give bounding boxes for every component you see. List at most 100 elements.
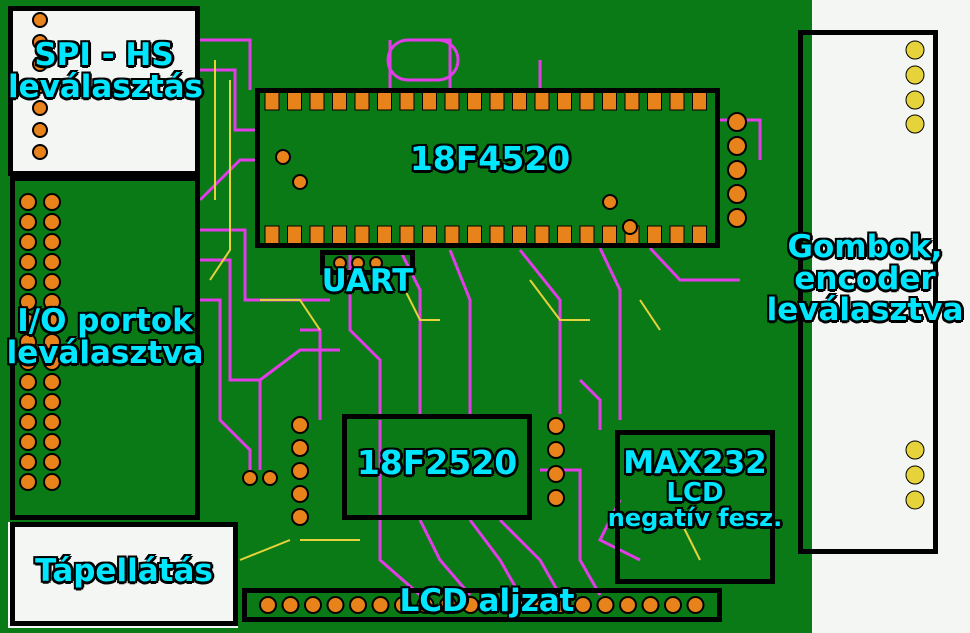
io-pad-left-14	[19, 473, 37, 491]
mcu-secondary-pad-left-3	[291, 485, 309, 503]
mcu-secondary-outline	[342, 414, 532, 520]
lcd-pad-17	[641, 596, 660, 614]
io-pad-left-4	[19, 273, 37, 291]
mcu-secondary-pad-left-0	[291, 416, 309, 434]
lcd-pad-13	[551, 596, 570, 614]
io-pad-left-9	[19, 373, 37, 391]
mcu-main-outline	[255, 88, 720, 248]
mcu-side-pad-1	[727, 136, 747, 156]
trace-magenta-20	[259, 348, 340, 382]
trace-yellow-2	[260, 299, 321, 331]
crystal-outline	[386, 38, 460, 82]
button-pad-1	[905, 65, 925, 85]
button-pad-2	[905, 90, 925, 110]
trace-yellow-5	[639, 299, 661, 331]
lcd-pad-5	[371, 596, 390, 614]
lcd-pad-16	[619, 596, 637, 614]
mcu-side-pad-4	[727, 208, 747, 228]
trace-magenta-11	[648, 246, 740, 282]
misc-pad-3	[292, 174, 308, 190]
mcu-secondary-pad-left-4	[291, 508, 309, 526]
trace-yellow-1	[209, 80, 231, 281]
trace-magenta-15	[468, 519, 522, 596]
lcd-pad-9	[461, 596, 480, 614]
lcd-pad-14	[574, 596, 592, 614]
io-pad-left-0	[19, 193, 37, 211]
trace-magenta-5	[200, 298, 252, 478]
io-pad-left-1	[19, 213, 37, 231]
lcd-socket-outline	[242, 588, 722, 622]
spi-label: SPI - HS leválasztás	[8, 39, 204, 105]
trace-magenta-8	[448, 249, 472, 414]
spi-pad-5	[32, 122, 48, 138]
lcd-pad-10	[484, 596, 502, 614]
io-pad-left-8	[19, 353, 37, 371]
spi-label-line2: leválasztás	[8, 68, 204, 105]
io-pad-right-6	[43, 313, 61, 331]
mcu-secondary-pad-right-3	[547, 489, 565, 507]
io-pad-right-1	[43, 213, 61, 231]
io-pad-right-14	[43, 473, 61, 491]
spi-pad-3	[32, 78, 48, 94]
io-pad-left-13	[19, 453, 37, 471]
power-outline	[10, 522, 238, 626]
io-block-outline	[10, 176, 200, 520]
trace-magenta-23	[420, 38, 452, 90]
io-pad-right-10	[43, 393, 61, 411]
io-pad-right-3	[43, 253, 61, 271]
io-label-line1: I/O portok	[17, 303, 193, 339]
io-pad-left-12	[19, 433, 37, 451]
io-pad-left-6	[19, 313, 37, 331]
lcd-pad-3	[326, 596, 345, 614]
trace-magenta-7	[398, 249, 422, 414]
trace-magenta-18	[597, 499, 641, 562]
buttons-label-line2: encoder	[794, 260, 936, 297]
io-pad-right-7	[43, 333, 61, 351]
lcd-pad-7	[416, 596, 435, 614]
lcd-pad-8	[439, 596, 457, 614]
buttons-label-line3: leválasztva	[766, 292, 964, 329]
lcd-pad-12	[529, 596, 547, 614]
lcd-pad-18	[664, 596, 682, 614]
trace-magenta-16	[498, 518, 562, 596]
io-label-line2: leválasztva	[6, 334, 204, 371]
spi-pad-1	[32, 34, 48, 50]
mcu-secondary-pad-left-1	[291, 439, 309, 457]
button-pad-4	[905, 440, 925, 460]
trace-yellow-7	[239, 539, 291, 561]
lcd-pad-2	[304, 596, 322, 614]
trace-magenta-13	[378, 420, 421, 597]
trace-magenta-10	[598, 247, 622, 420]
io-label: I/O portok leválasztva	[0, 303, 210, 371]
misc-pad-5	[622, 219, 638, 235]
lcd-pad-11	[506, 596, 525, 614]
spi-block-outline	[8, 6, 200, 176]
trace-magenta-0	[200, 38, 252, 90]
misc-pad-2	[275, 149, 291, 165]
trace-magenta-9	[518, 249, 562, 414]
mcu-secondary-pad-left-2	[291, 462, 309, 480]
lcd-pad-19	[686, 596, 705, 614]
misc-pad-4	[602, 194, 618, 210]
io-pad-right-0	[43, 193, 61, 211]
trace-magenta-14	[418, 519, 472, 596]
max232-label-line1: MAX232	[623, 445, 767, 481]
trace-yellow-8	[679, 519, 701, 561]
uart-pad-0	[333, 256, 347, 270]
lcd-pad-6	[394, 596, 412, 614]
button-pad-0	[905, 40, 925, 60]
misc-pad-0	[242, 470, 258, 486]
power-label: Tápellátás	[35, 553, 213, 589]
spi-pad-4	[32, 100, 48, 116]
uart-pad-2	[369, 256, 383, 270]
spi-pad-2	[32, 56, 48, 72]
lcd-socket-label: LCD aljzat	[399, 583, 575, 619]
misc-pad-1	[262, 470, 278, 486]
trace-magenta-6	[348, 250, 382, 414]
button-pad-5	[905, 465, 925, 485]
io-pad-right-12	[43, 433, 61, 451]
spi-pad-6	[32, 144, 48, 160]
spi-pad-0	[32, 12, 48, 28]
